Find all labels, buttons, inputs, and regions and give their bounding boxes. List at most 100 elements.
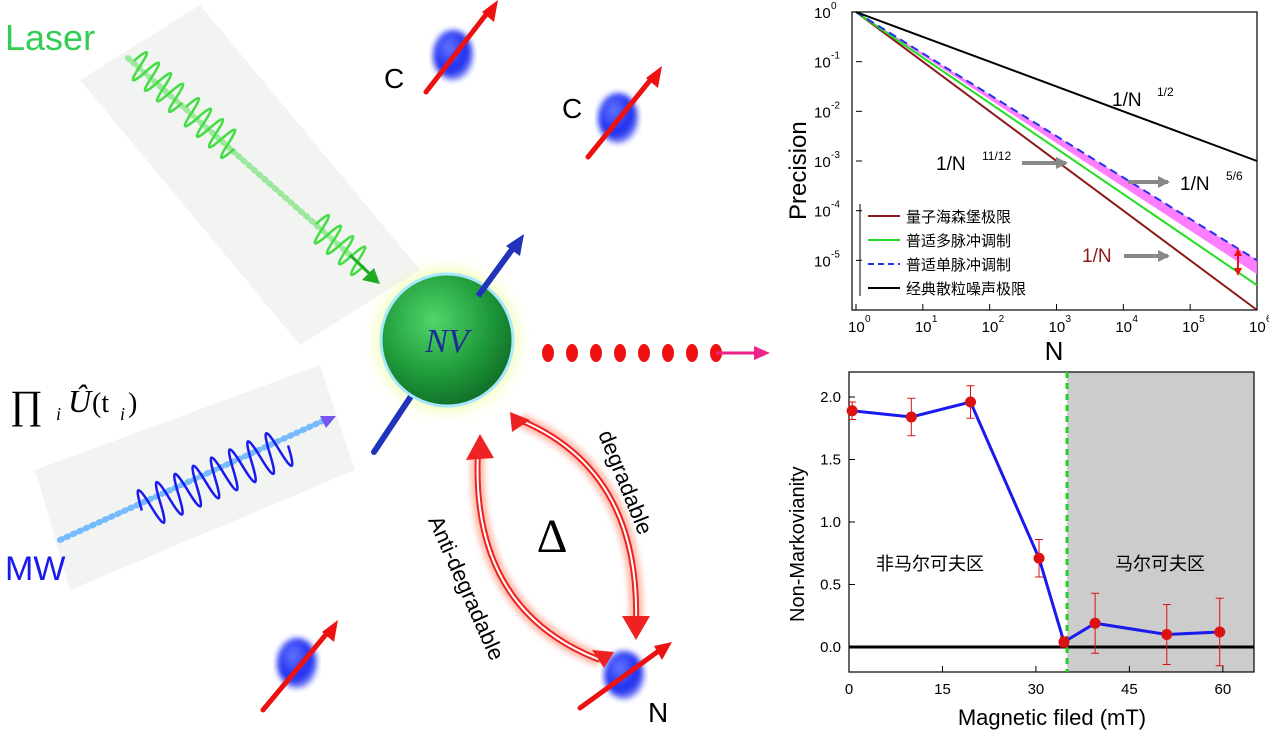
precision-x-tick-exp: 6 (1266, 314, 1269, 325)
region-left-label: 非马尔可夫区 (876, 554, 984, 574)
annotation-sqrt: 1/N 1/2 (1112, 85, 1174, 111)
nm-data-point (846, 405, 858, 417)
annotation-5-6-base: 1/N (1180, 174, 1210, 195)
legend-item-heisenberg: 量子海森堡极限 (868, 209, 1011, 226)
nm-ylabel: Non-Markovianity (787, 466, 809, 622)
nv-sphere (379, 272, 515, 408)
precision-x-tick-exp: 4 (1132, 314, 1138, 325)
legend-label-multi-pulse: 普适多脉冲调制 (906, 233, 1011, 250)
nm-y-tick-label: 0.0 (820, 639, 841, 656)
precision-x-tick-label: 10 (848, 319, 865, 336)
carbon-spin-2 (585, 66, 662, 160)
precision-y-tick-exp: -1 (831, 51, 840, 62)
annotation-1-n-base: 1/N (1082, 246, 1112, 267)
precision-x-tick-exp: 5 (1199, 314, 1205, 325)
nm-data-point (1214, 626, 1226, 638)
laser-beam-band (80, 5, 420, 345)
precision-y-tick-label: 10 (814, 5, 831, 22)
nitrogen-spin (577, 642, 672, 711)
nm-y-tick-label: 0.5 (820, 577, 841, 594)
nm-xlabel: Magnetic filed (mT) (958, 705, 1146, 730)
anti-degradable-arrowhead (466, 434, 494, 460)
precision-series-line-3 (855, 11, 1258, 162)
precision-x-tick-label: 10 (982, 319, 999, 336)
precision-y-tick-label: 10 (814, 104, 831, 121)
precision-band-fill (856, 12, 1257, 275)
mw-arrowhead (320, 416, 336, 428)
nm-x-tick-label: 45 (1121, 681, 1138, 698)
nm-y-tick-label: 1.0 (820, 514, 841, 531)
nm-x-tick-label: 15 (934, 681, 951, 698)
laser-arrow (348, 253, 374, 278)
emission-dots (542, 344, 722, 362)
precision-y-tick-exp: -2 (831, 100, 840, 111)
delta-label: Δ (537, 510, 568, 563)
operator-u: Û (68, 383, 93, 419)
precision-y-tick-exp: -5 (831, 249, 840, 260)
precision-xlabel: N (1045, 336, 1064, 366)
operator-product: ∏ (10, 382, 43, 427)
nm-data-point (1058, 636, 1070, 648)
nm-x-tick-label: 0 (845, 681, 853, 698)
nv-axis-arrowhead (506, 234, 524, 256)
emission-arrowhead (754, 346, 770, 360)
legend-label-shot-noise: 经典散粒噪声极限 (906, 280, 1026, 298)
operator-sub-ti: i (120, 404, 125, 424)
operator-sub-i: i (56, 404, 61, 424)
annotation-sqrt-base: 1/N (1112, 90, 1142, 111)
laser-arrowhead (362, 268, 380, 284)
annotation-1-n: 1/N (1082, 246, 1170, 267)
annotation-11-12-exp: 11/12 (982, 149, 1011, 163)
operator-label: ∏ i Û (t i ) (10, 382, 137, 427)
laser-pulses (131, 51, 367, 276)
precision-y-tick-exp: 0 (831, 1, 837, 12)
precision-series-line-1 (855, 11, 1258, 287)
legend-label-heisenberg: 量子海森堡极限 (906, 209, 1011, 226)
anti-degradable-label: Anti-degradable (423, 512, 509, 664)
precision-x-tick-exp: 1 (932, 314, 938, 325)
nm-x-tick-label: 60 (1215, 681, 1232, 698)
mw-coil (136, 432, 294, 524)
nm-y-tick-label: 2.0 (820, 389, 841, 406)
annotation-11-12-base: 1/N (936, 154, 966, 175)
nm-data-point (1033, 552, 1045, 564)
nm-data-point (905, 411, 917, 423)
precision-y-tick-exp: -4 (831, 200, 840, 211)
precision-x-tick-exp: 0 (865, 314, 871, 325)
precision-x-tick-label: 10 (1049, 319, 1066, 336)
annotation-5-6-exp: 5/6 (1226, 169, 1243, 183)
carbon-spin-1 (423, 0, 498, 95)
nm-series (846, 385, 1226, 667)
nm-data-point (1089, 617, 1101, 629)
precision-ylabel: Precision (785, 121, 812, 220)
precision-x-tick-exp: 2 (999, 314, 1005, 325)
laser-label: Laser (5, 17, 95, 58)
precision-x-tick-label: 10 (1249, 319, 1266, 336)
nm-x-tick-label: 30 (1028, 681, 1045, 698)
diagram: Laser MW ∏ i Û (t i ) NV (5, 0, 770, 728)
precision-legend: 量子海森堡极限 普适多脉冲调制 普适单脉冲调制 经典散粒噪声极限 (859, 204, 1026, 298)
precision-x-tick-label: 10 (1182, 319, 1199, 336)
precision-y-tick-label: 10 (814, 154, 831, 171)
precision-series-line-2 (855, 11, 1258, 262)
emission (542, 344, 770, 362)
mw-dotted-line (57, 417, 328, 543)
precision-x-tick-label: 10 (915, 319, 932, 336)
band-marker (1234, 248, 1242, 276)
carbon-label-1: C (384, 63, 404, 94)
precision-y-tick-label: 10 (814, 204, 831, 221)
degradable-arrowhead (622, 616, 650, 640)
precision-x-tick-exp: 3 (1066, 314, 1072, 325)
degradable-loop (466, 412, 650, 668)
operator-args: (t (92, 388, 109, 419)
annotation-sqrt-exp: 1/2 (1157, 85, 1174, 99)
legend-label-single-pulse: 普适单脉冲调制 (906, 257, 1011, 274)
nitrogen-label: N (648, 697, 668, 728)
precision-y-tick-label: 10 (814, 55, 831, 72)
legend-item-multi-pulse: 普适多脉冲调制 (868, 233, 1011, 250)
nm-data-point (1161, 629, 1173, 640)
